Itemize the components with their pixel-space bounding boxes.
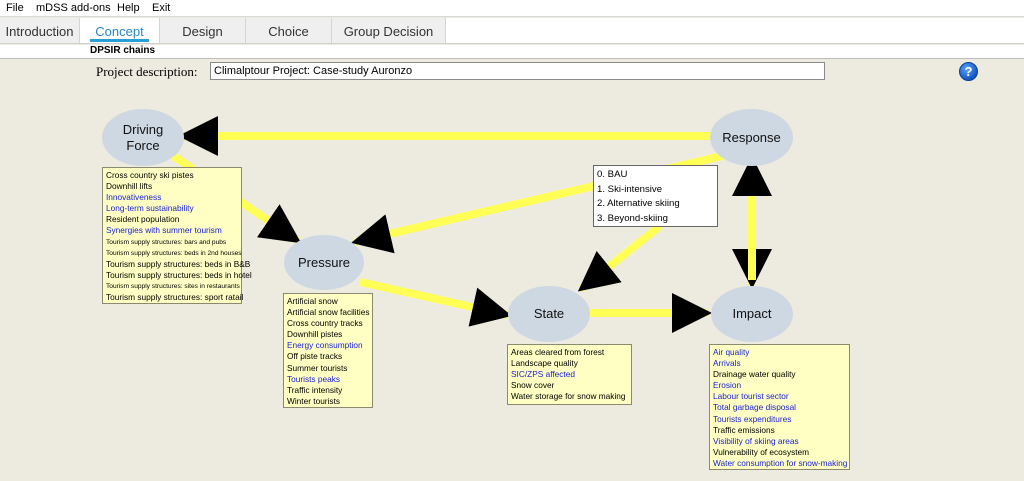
list-item[interactable]: Arrivals [713,358,741,369]
response-option[interactable]: 3. Beyond-skiing [597,212,668,224]
menu-exit[interactable]: Exit [152,2,171,14]
list-item[interactable]: Downhill pistes [287,329,343,340]
list-item[interactable]: Traffic emissions [713,424,775,435]
node-driving-force[interactable]: Driving Force [102,109,184,166]
list-item[interactable]: Water storage for snow making [511,391,626,402]
arrow-pressure-to-state [359,278,512,327]
node-response-label: Response [722,129,781,145]
list-item[interactable]: Tourism supply structures: sport ratail [106,292,244,303]
node-pressure[interactable]: Pressure [284,235,364,290]
node-driving-force-label: Driving Force [122,121,164,153]
list-item[interactable]: SIC/ZPS affected [511,369,575,380]
impact-indicator-list: Air quality Arrivals Drainage water qual… [709,344,850,470]
project-description-label: Project description: [96,64,198,79]
list-item[interactable]: Snow cover [511,380,555,391]
list-item[interactable]: Summer tourists [287,362,348,373]
tab-introduction[interactable]: Introduction [0,18,80,43]
tab-group-decision[interactable]: Group Decision [332,18,446,43]
tab-choice[interactable]: Choice [246,18,332,43]
node-response[interactable]: Response [710,109,793,166]
list-item[interactable]: Resident population [106,214,180,225]
response-option[interactable]: 0. BAU [597,169,628,180]
list-item[interactable]: Artificial snow [287,296,338,306]
question-mark-circle-icon[interactable]: ? [959,62,978,81]
list-item[interactable]: Winter tourists [287,395,341,406]
response-option[interactable]: 2. Alternative skiing [597,198,680,209]
menu-help[interactable]: Help [117,2,140,14]
list-item[interactable]: Landscape quality [511,358,578,369]
list-item[interactable]: Tourism supply structures: bars and pubs [106,238,227,246]
subtab-dpsir-chains[interactable]: DPSIR chains [90,45,156,56]
list-item[interactable]: Long-term sustainability [106,203,194,214]
list-item[interactable]: Innovativeness [106,192,162,203]
node-state-label: State [533,306,565,321]
tab-design[interactable]: Design [160,18,246,43]
menu-bar: File mDSS add-ons Help Exit [0,0,1024,17]
main-tab-bar: Introduction Concept Design Choice Group… [0,18,1024,44]
list-item[interactable]: Tourists expenditures [713,413,792,424]
list-item[interactable]: Water consumption for snow-making [713,457,848,468]
list-item[interactable]: Areas cleared from forest [511,347,605,357]
response-options-list: 0. BAU 1. Ski-intensive 2. Alternative s… [593,165,718,227]
list-item[interactable]: Visibility of skiing areas [713,435,799,446]
node-impact[interactable]: Impact [711,286,793,342]
tab-concept[interactable]: Concept [80,18,160,43]
list-item[interactable]: Traffic intensity [287,384,343,395]
list-item[interactable]: Total garbage disposal [713,402,797,413]
list-item[interactable]: Air quality [713,347,750,357]
node-state[interactable]: State [508,286,590,342]
node-impact-label: Impact [732,306,772,321]
response-option[interactable]: 1. Ski-intensive [597,183,663,195]
arrow-response-to-state [577,222,663,293]
list-item[interactable]: Artificial snow facilities [287,307,370,318]
list-item[interactable]: Tourism supply structures: beds in hotel [106,269,252,280]
list-item[interactable]: Vulnerability of ecosystem [713,446,810,457]
menu-mdss-addons[interactable]: mDSS add-ons [36,2,111,14]
list-item[interactable]: Synergies with summer tourism [106,225,222,236]
list-item[interactable]: Energy consumption [287,340,363,351]
list-item[interactable]: Off piste tracks [287,351,343,362]
list-item[interactable]: Downhill lifts [106,181,153,192]
pressure-indicator-list: Artificial snow Artificial snow faciliti… [283,293,373,408]
list-item[interactable]: Tourists peaks [287,373,341,384]
list-item[interactable]: Tourism supply structures: sites in rest… [106,282,240,290]
list-item[interactable]: Erosion [713,380,742,391]
list-item[interactable]: Cross country ski pistes [106,170,194,180]
sub-tab-bar: DPSIR chains [0,45,1024,59]
list-item[interactable]: Tourism supply structures: beds in B&B [106,258,251,269]
list-item[interactable]: Drainage water quality [713,369,796,380]
list-item[interactable]: Cross country tracks [287,318,363,329]
list-item[interactable]: Labour tourist sector [713,391,789,402]
node-pressure-label: Pressure [297,254,351,270]
list-item[interactable]: Tourism supply structures: beds in 2nd h… [106,249,242,257]
project-description-input[interactable] [210,62,825,80]
driving-force-indicator-list: Cross country ski pistes Downhill lifts … [102,167,252,304]
state-indicator-list: Areas cleared from forest Landscape qual… [507,344,632,405]
menu-file[interactable]: File [6,2,24,14]
